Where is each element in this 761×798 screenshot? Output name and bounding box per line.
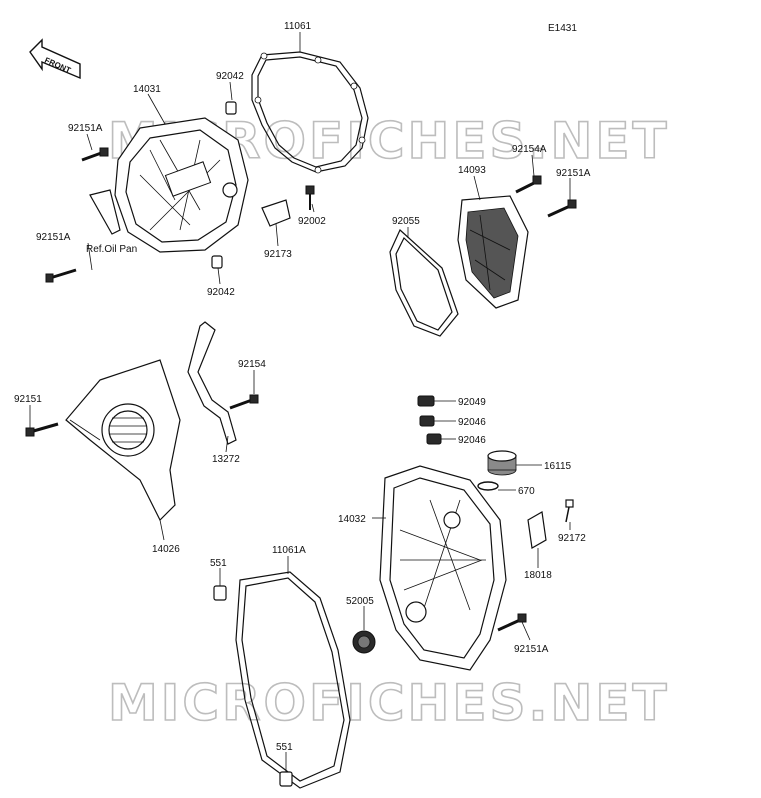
clutch-cover-14032 <box>379 465 507 671</box>
dowel-92042-top <box>225 101 237 115</box>
label-11061a: 11061A <box>272 545 306 556</box>
generator-cover-14031 <box>114 117 249 253</box>
cap-92046-lower <box>426 433 442 445</box>
label-ref-oil-pan: Ref.Oil Pan <box>86 244 137 255</box>
bracket-ref-oil-pan <box>89 189 121 235</box>
label-14031: 14031 <box>133 84 161 95</box>
oil-gauge-52005 <box>352 630 376 654</box>
label-92046-upper: 92046 <box>458 417 486 428</box>
label-16115: 16115 <box>544 461 572 472</box>
label-92154a: 92154A <box>512 144 547 155</box>
label-92173: 92173 <box>264 249 292 260</box>
bolt-92172 <box>565 499 574 523</box>
o-ring-670 <box>477 481 499 491</box>
leader-lines <box>29 32 571 772</box>
bolt-92151a-lower <box>45 268 77 283</box>
bolt-92151a-right-lower <box>497 613 527 632</box>
label-92055: 92055 <box>392 216 420 227</box>
label-18018: 18018 <box>524 570 552 581</box>
label-551-upper: 551 <box>210 558 227 569</box>
bolt-92151 <box>25 422 59 437</box>
front-arrow-icon: FRONT <box>29 38 81 80</box>
label-14032: 14032 <box>338 514 366 525</box>
bolt-92151a-upper <box>81 147 109 162</box>
label-92049: 92049 <box>458 397 486 408</box>
dowel-92042-bottom <box>211 255 223 269</box>
label-92151a-right-lower: 92151A <box>514 644 549 655</box>
label-14093: 14093 <box>458 165 486 176</box>
dowel-551-upper <box>213 585 227 601</box>
watermark-bottom: MICROFICHES.NET <box>108 674 670 732</box>
plate-18018 <box>527 511 547 549</box>
label-92154: 92154 <box>238 359 266 370</box>
label-92042-top: 92042 <box>216 71 244 82</box>
cap-92046-upper <box>419 415 435 427</box>
label-92002: 92002 <box>298 216 326 227</box>
label-52005: 52005 <box>346 596 374 607</box>
label-92042-bottom: 92042 <box>207 287 235 298</box>
gasket-11061a <box>235 571 351 789</box>
label-92046-lower: 92046 <box>458 435 486 446</box>
guide-13272 <box>187 321 237 445</box>
label-551-lower: 551 <box>276 742 293 753</box>
sprocket-cover-14026 <box>65 359 181 522</box>
cap-92049 <box>417 395 435 407</box>
label-92151a-upper: 92151A <box>68 123 103 134</box>
pulsing-cover-14093 <box>457 195 529 309</box>
clamp-92173 <box>261 199 291 227</box>
filler-plug-16115 <box>487 450 517 476</box>
gasket-92055 <box>389 229 459 337</box>
bolt-92151a-right-upper <box>547 199 577 218</box>
label-11061: 11061 <box>284 21 312 32</box>
label-92151a-lower: 92151A <box>36 232 71 243</box>
label-13272: 13272 <box>212 454 240 465</box>
label-92151a-right-upper: 92151A <box>556 168 591 179</box>
gasket-11061 <box>251 51 369 173</box>
diagram-code: E1431 <box>548 23 577 34</box>
dowel-551-lower <box>279 771 293 787</box>
bolt-92002 <box>305 185 315 210</box>
bolt-92154 <box>229 394 259 410</box>
label-92151: 92151 <box>14 394 42 405</box>
bolt-92154a <box>515 175 542 194</box>
label-92172: 92172 <box>558 533 586 544</box>
label-670: 670 <box>518 486 535 497</box>
label-14026: 14026 <box>152 544 180 555</box>
